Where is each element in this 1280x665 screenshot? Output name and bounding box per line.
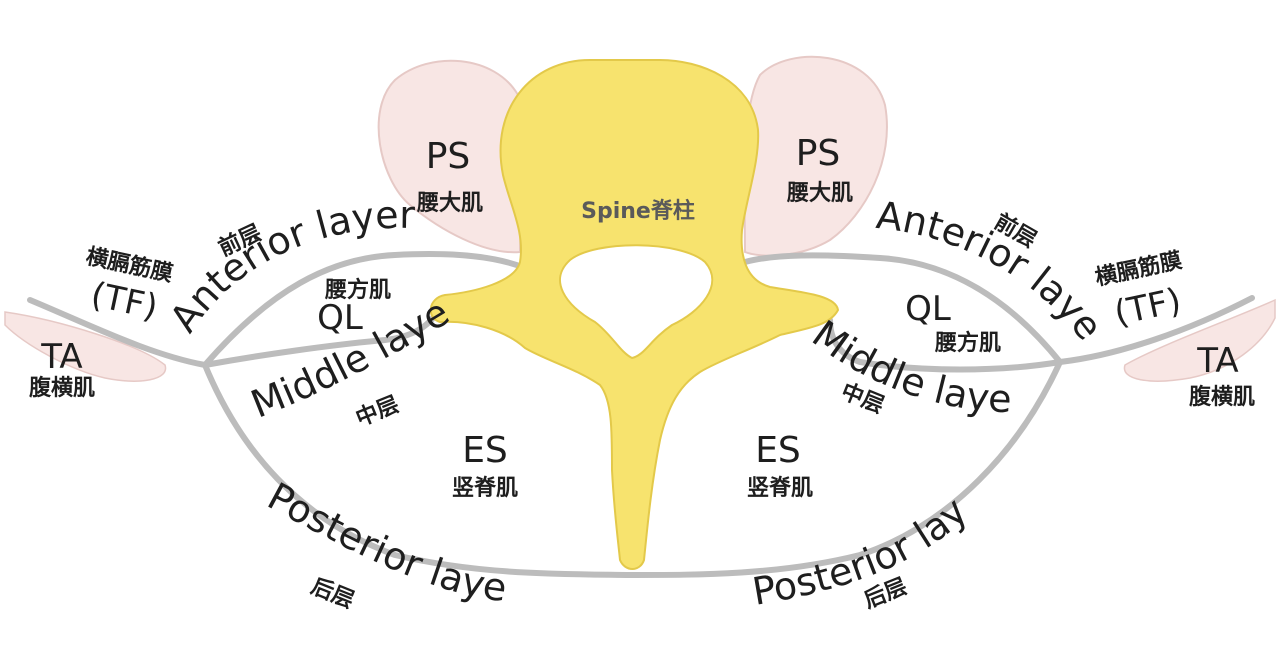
es-label-right: ES: [755, 430, 801, 471]
anterior-layer-line-left: [202, 251, 528, 368]
vertebral-foramen: [559, 244, 713, 360]
middle-layer-line-right: [827, 317, 1063, 373]
posterior-layer-line-right: [627, 359, 1063, 578]
posterior-cn-label-left: 后层: [307, 574, 357, 614]
transversus-abdominis-left: [4, 311, 167, 382]
ta-label-right: TA: [1196, 341, 1238, 381]
ta-label-left: TA: [40, 337, 82, 377]
ps-label-right: PS: [796, 133, 841, 174]
ta-cn-label-right: 腹横肌: [1189, 384, 1255, 410]
es-label-left: ES: [462, 430, 508, 471]
fascia-lines: [27, 251, 1255, 578]
ql-cn-label-right: 腰方肌: [934, 330, 1001, 356]
es-cn-label-left: 竖脊肌: [452, 475, 518, 501]
tf-line-right: [1057, 295, 1255, 365]
ps-cn-label-right: 腰大肌: [786, 181, 853, 206]
ta-cn-label-left: 腹横肌: [29, 375, 95, 401]
ps-label-left: PS: [426, 136, 471, 177]
ps-cn-label-left: 腰大肌: [416, 191, 483, 216]
ql-cn-label-left: 腰方肌: [324, 277, 391, 303]
middle-layer-line-left: [202, 302, 443, 368]
transversus-abdominis-right: [1123, 298, 1276, 382]
tf-line-left: [27, 297, 208, 368]
anterior-layer-line-right: [742, 252, 1063, 365]
ql-label-left: QL: [317, 298, 363, 338]
posterior-layer-line-left: [202, 362, 633, 578]
tf-label-right: (TF): [1111, 281, 1185, 334]
spine-label: Spine脊柱: [581, 198, 695, 224]
es-cn-label-right: 竖脊肌: [747, 475, 813, 501]
anterior-layer-label-left: Anterior layer: [161, 193, 415, 340]
ql-label-right: QL: [905, 289, 951, 329]
middle-cn-label-left: 中层: [352, 392, 402, 432]
